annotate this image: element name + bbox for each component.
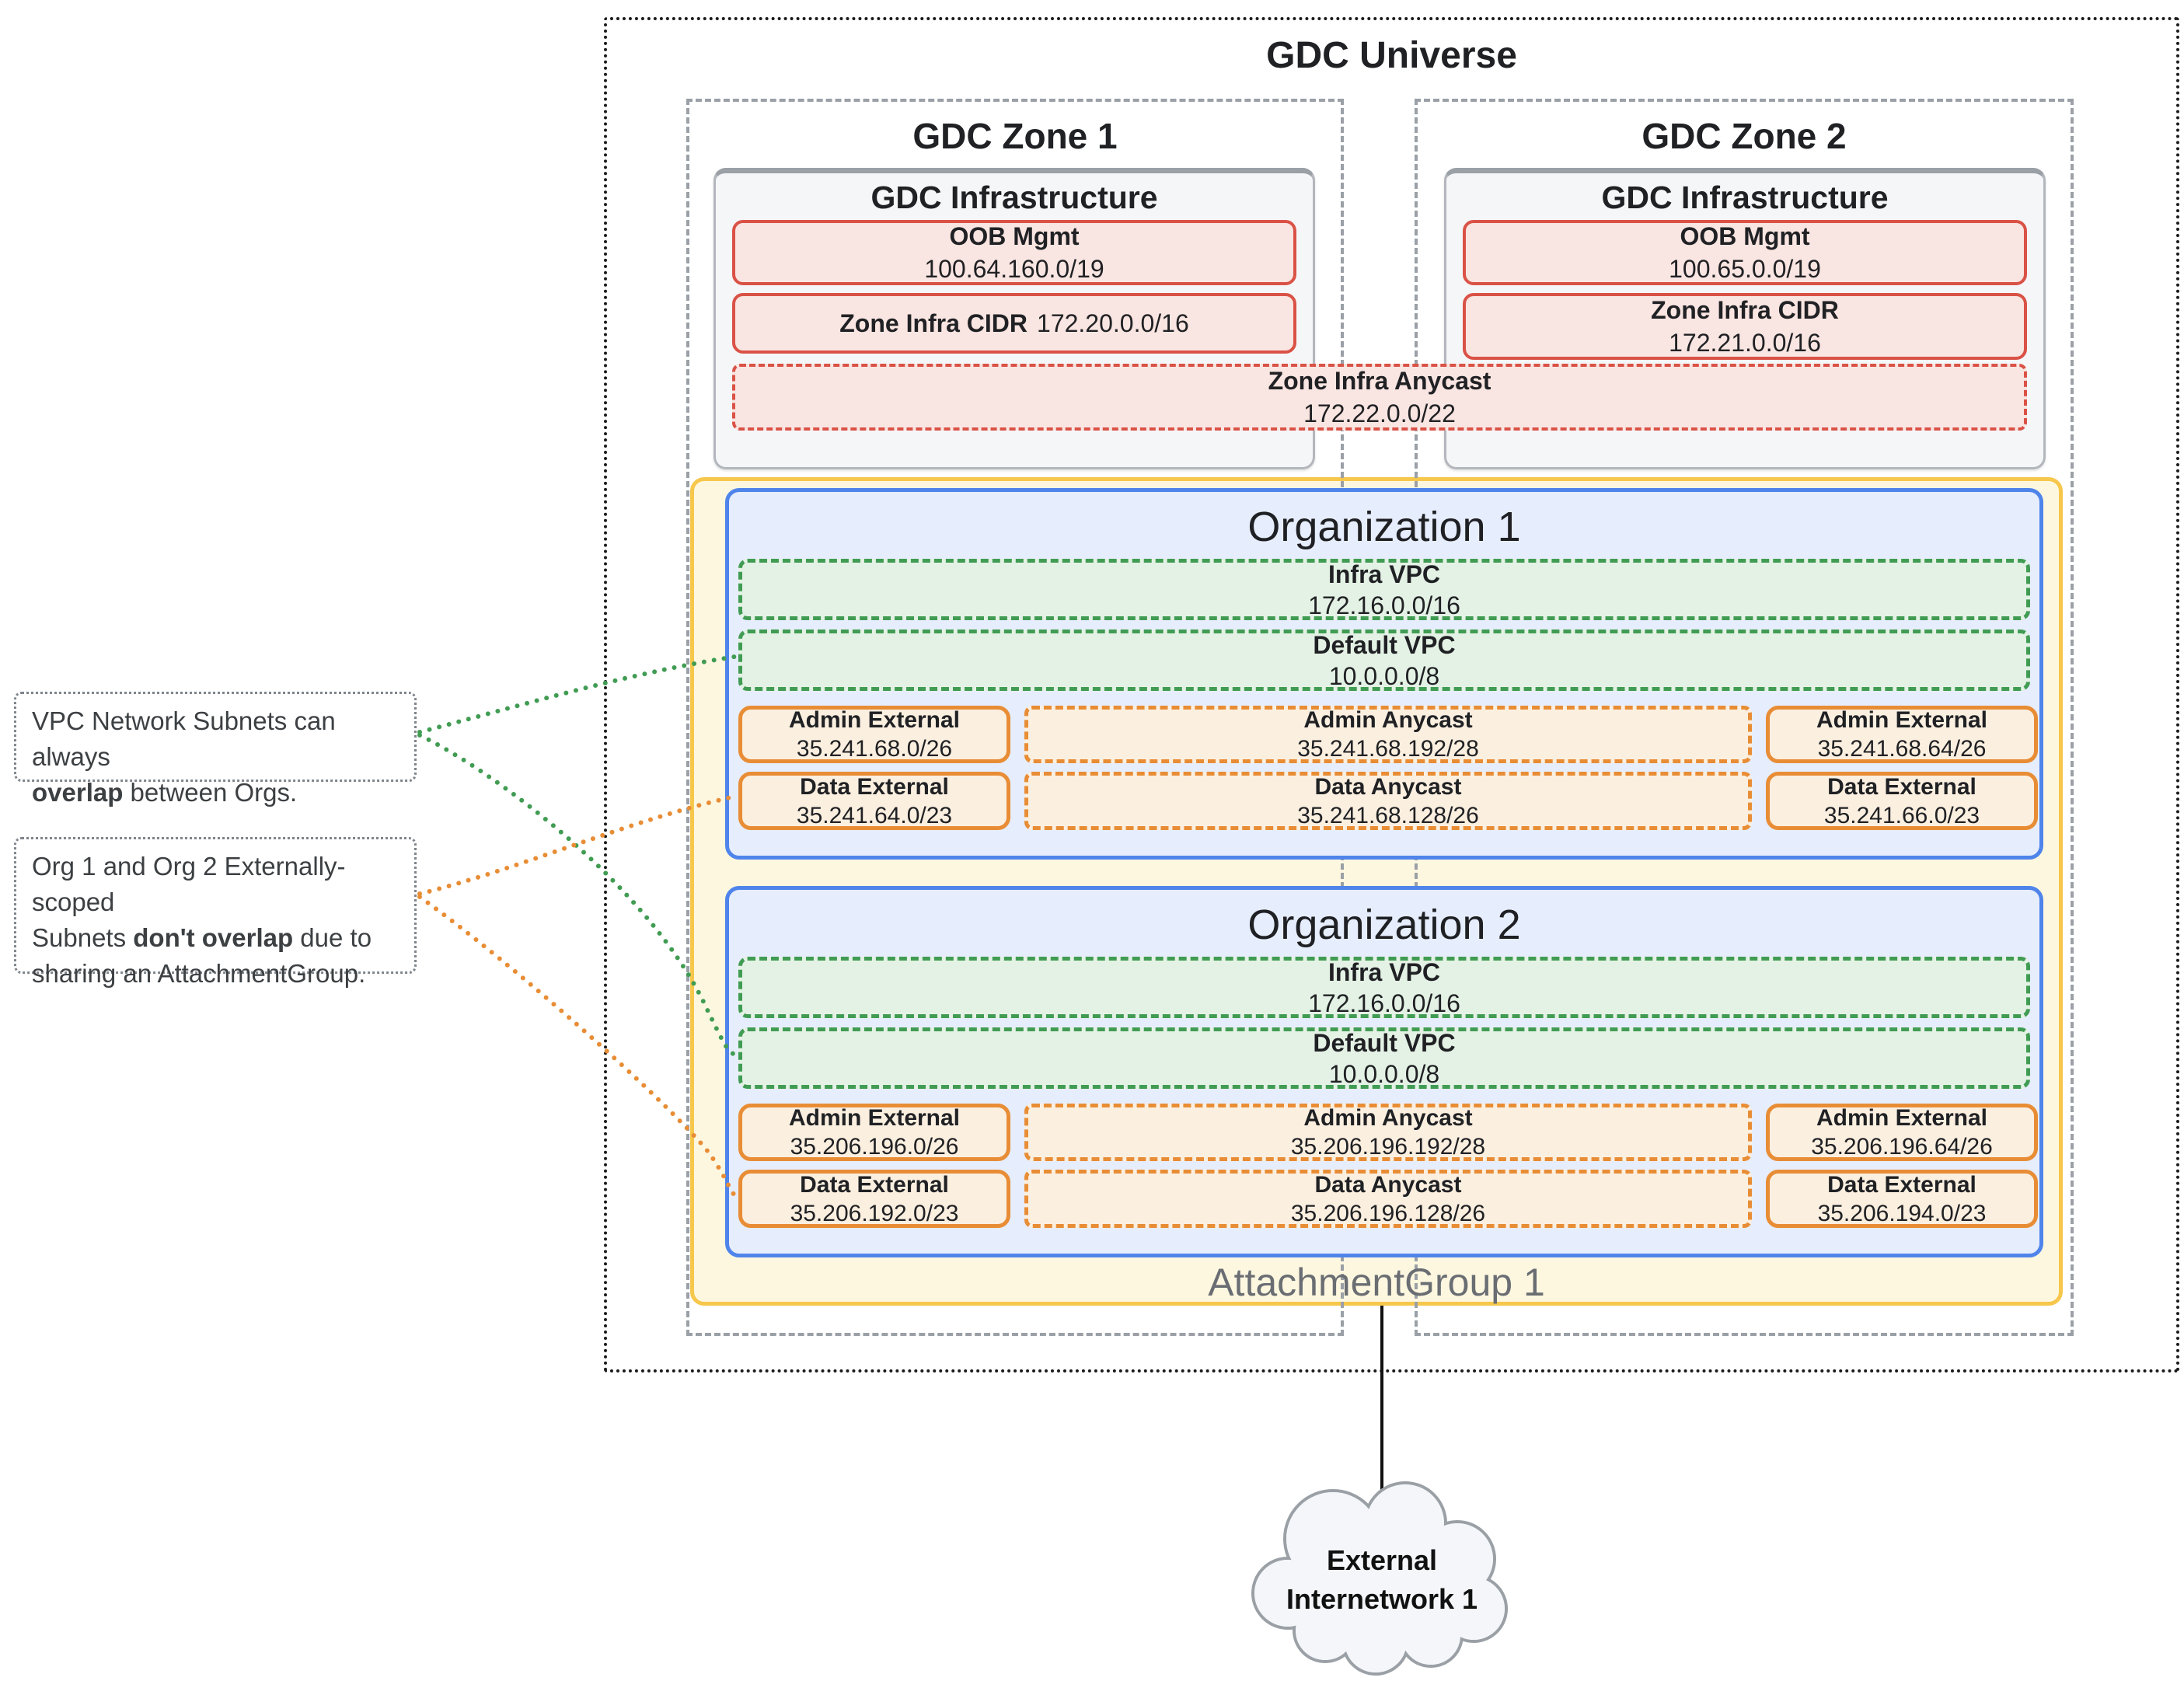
subnet-label: Data External xyxy=(1827,1171,1976,1198)
data-anycast-box: Data Anycast 35.241.68.128/26 xyxy=(1024,772,1752,830)
subnet-cidr: 35.241.64.0/23 xyxy=(796,802,953,828)
infra-vpc-box: Infra VPC 172.16.0.0/16 xyxy=(738,957,2030,1018)
subnet-label: Admin External xyxy=(788,1105,961,1131)
note-text: VPC Network Subnets can always xyxy=(32,706,336,771)
zone-infra-cidr-value: 172.21.0.0/16 xyxy=(1669,329,1821,357)
zone-infra-cidr-label: Zone Infra CIDR xyxy=(839,309,1028,337)
external-internetwork-line1: External xyxy=(1326,1544,1438,1576)
oob-mgmt-cidr: 100.64.160.0/19 xyxy=(924,255,1104,283)
subnet-label: Data External xyxy=(800,1171,949,1198)
subnet-label: Admin Anycast xyxy=(1303,707,1473,733)
gdc-zone-1-title: GDC Zone 1 xyxy=(912,116,1118,156)
data-external-right-box: Data External 35.241.66.0/23 xyxy=(1766,772,2038,830)
default-vpc-box: Default VPC 10.0.0.0/8 xyxy=(738,630,2030,691)
attachment-group-label: AttachmentGroup 1 xyxy=(1208,1261,1545,1304)
default-vpc-cidr: 10.0.0.0/8 xyxy=(1328,661,1440,690)
subnet-cidr: 35.206.196.64/26 xyxy=(1811,1134,1993,1160)
admin-anycast-box: Admin Anycast 35.206.196.192/28 xyxy=(1024,1104,1752,1161)
subnet-cidr: 35.241.68.64/26 xyxy=(1817,736,1987,762)
data-external-right-box: Data External 35.206.194.0/23 xyxy=(1766,1170,2038,1228)
note-text: sharing an AttachmentGroup. xyxy=(32,959,366,988)
subnet-cidr: 35.206.196.128/26 xyxy=(1290,1200,1486,1226)
data-external-left-box: Data External 35.206.192.0/23 xyxy=(738,1170,1010,1228)
organization-1-title: Organization 1 xyxy=(1247,504,1521,550)
subnet-label: Data Anycast xyxy=(1314,1171,1462,1198)
infra-vpc-cidr: 172.16.0.0/16 xyxy=(1308,989,1460,1017)
gdc-universe-title: GDC Universe xyxy=(1266,35,1517,76)
annotation-no-overlap-note: Org 1 and Org 2 Externally-scoped Subnet… xyxy=(14,837,417,988)
subnet-label: Data External xyxy=(800,773,949,800)
external-internetwork-line2: Internetwork 1 xyxy=(1286,1583,1478,1615)
zone-infra-anycast-box: Zone Infra Anycast 172.22.0.0/22 xyxy=(732,364,2027,431)
data-anycast-box: Data Anycast 35.206.196.128/26 xyxy=(1024,1170,1752,1228)
zone-infra-cidr-value: 172.20.0.0/16 xyxy=(1037,309,1189,337)
admin-external-right-box: Admin External 35.241.68.64/26 xyxy=(1766,706,2038,763)
organization-1-box: Organization 1 Infra VPC 172.16.0.0/16 D… xyxy=(725,488,2043,860)
subnet-cidr: 35.241.68.128/26 xyxy=(1297,802,1479,828)
default-vpc-label: Default VPC xyxy=(1313,1028,1456,1057)
gdc-zone-2-title: GDC Zone 2 xyxy=(1641,116,1847,156)
oob-mgmt-box-zone2: OOB Mgmt 100.65.0.0/19 xyxy=(1463,220,2027,285)
annotation-overlap-note: VPC Network Subnets can always overlap b… xyxy=(14,692,417,807)
organization-2-title: Organization 2 xyxy=(1247,902,1521,948)
subnet-cidr: 35.241.66.0/23 xyxy=(1823,802,1980,828)
admin-external-left-box: Admin External 35.206.196.0/26 xyxy=(738,1104,1010,1161)
subnet-label: Data Anycast xyxy=(1314,773,1462,800)
data-external-left-box: Data External 35.241.64.0/23 xyxy=(738,772,1010,830)
oob-mgmt-label: OOB Mgmt xyxy=(949,222,1080,250)
note-text: Org 1 and Org 2 Externally-scoped xyxy=(32,852,346,916)
infra-vpc-box: Infra VPC 172.16.0.0/16 xyxy=(738,559,2030,620)
default-vpc-cidr: 10.0.0.0/8 xyxy=(1328,1059,1440,1088)
note-bold-text: don't overlap xyxy=(133,923,294,952)
admin-anycast-box: Admin Anycast 35.241.68.192/28 xyxy=(1024,706,1752,763)
infra-vpc-label: Infra VPC xyxy=(1327,957,1441,986)
zone-infra-cidr-box-zone2: Zone Infra CIDR 172.21.0.0/16 xyxy=(1463,293,2027,360)
subnet-label: Data External xyxy=(1827,773,1976,800)
oob-mgmt-label: OOB Mgmt xyxy=(1680,222,1810,250)
gdc-infrastructure-title-zone2: GDC Infrastructure xyxy=(1601,180,1889,215)
zone-infra-anycast-cidr: 172.22.0.0/22 xyxy=(1303,399,1456,427)
default-vpc-label: Default VPC xyxy=(1313,630,1456,659)
subnet-cidr: 35.206.194.0/23 xyxy=(1817,1200,1987,1226)
admin-external-right-box: Admin External 35.206.196.64/26 xyxy=(1766,1104,2038,1161)
external-internetwork-label: External Internetwork 1 xyxy=(1246,1478,1518,1682)
note-text: due to xyxy=(293,923,372,952)
oob-mgmt-box-zone1: OOB Mgmt 100.64.160.0/19 xyxy=(732,220,1296,285)
note-text: Subnets xyxy=(32,923,134,952)
infra-vpc-label: Infra VPC xyxy=(1327,560,1441,588)
subnet-cidr: 35.206.196.192/28 xyxy=(1290,1134,1486,1160)
subnet-label: Admin External xyxy=(788,707,961,733)
gdc-infrastructure-title-zone1: GDC Infrastructure xyxy=(870,180,1158,215)
subnet-label: Admin External xyxy=(1816,707,1988,733)
zone-infra-cidr-box-zone1: Zone Infra CIDR 172.20.0.0/16 xyxy=(732,293,1296,354)
subnet-cidr: 35.241.68.0/26 xyxy=(796,736,953,762)
subnet-label: Admin Anycast xyxy=(1303,1105,1473,1131)
subnet-cidr: 35.206.196.0/26 xyxy=(790,1134,959,1160)
oob-mgmt-cidr: 100.65.0.0/19 xyxy=(1669,255,1821,283)
subnet-cidr: 35.206.192.0/23 xyxy=(790,1200,959,1226)
infra-vpc-cidr: 172.16.0.0/16 xyxy=(1308,591,1460,619)
subnet-cidr: 35.241.68.192/28 xyxy=(1297,736,1479,762)
note-text: between Orgs. xyxy=(123,778,298,807)
organization-2-box: Organization 2 Infra VPC 172.16.0.0/16 D… xyxy=(725,886,2043,1257)
zone-infra-anycast-label: Zone Infra Anycast xyxy=(1268,367,1491,395)
note-bold-text: overlap xyxy=(32,778,124,807)
admin-external-left-box: Admin External 35.241.68.0/26 xyxy=(738,706,1010,763)
zone-infra-cidr-label: Zone Infra CIDR xyxy=(1651,296,1839,324)
subnet-label: Admin External xyxy=(1816,1105,1988,1131)
default-vpc-box: Default VPC 10.0.0.0/8 xyxy=(738,1027,2030,1089)
